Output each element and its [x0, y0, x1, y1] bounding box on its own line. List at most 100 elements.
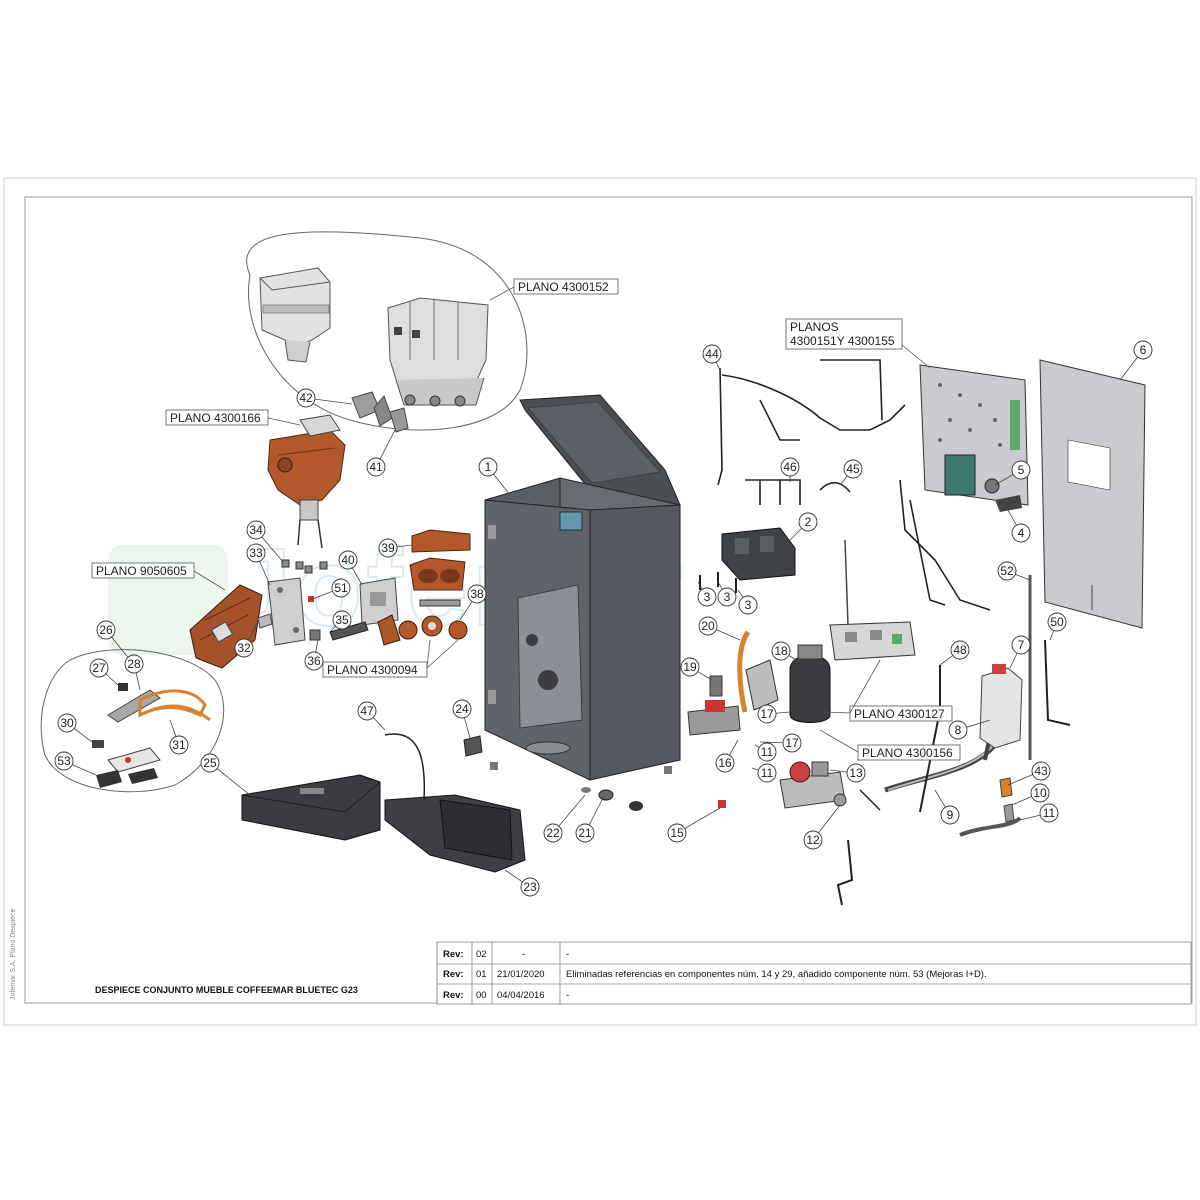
callout-circle: [667, 823, 687, 843]
callout-circle: [124, 654, 144, 674]
callout-circle: [843, 459, 863, 479]
callout-c11c: 11: [1019, 803, 1059, 823]
callout-number: 2: [805, 515, 812, 529]
callout-number: 44: [705, 347, 719, 361]
callout-number: 5: [1018, 463, 1025, 477]
callout-number: 8: [955, 723, 962, 737]
cabinet-feet: [463, 735, 726, 811]
callout-circle: [782, 733, 802, 753]
callout-circle: [246, 520, 266, 540]
callout-number: 32: [237, 641, 251, 655]
plano-4300152-text: PLANO 4300152: [518, 280, 609, 294]
callout-leader: [1004, 504, 1017, 526]
callout-c11b: 11: [751, 763, 777, 783]
callout-circle: [803, 830, 823, 850]
callout-c8: 8: [948, 719, 991, 740]
callout-number: 53: [57, 754, 71, 768]
valve-block: [699, 527, 796, 593]
callout-leader: [329, 626, 336, 633]
callout-number: 3: [724, 590, 731, 604]
callout-c3a: 3: [697, 581, 717, 607]
rev-label: Rev:: [443, 949, 464, 960]
callout-leader: [751, 767, 759, 771]
revision-row-01: Rev: 01 21/01/2020 Eliminadas referencia…: [443, 969, 987, 980]
callout-leader: [994, 474, 1014, 486]
callout-c44: 44: [702, 344, 722, 371]
rev-label: Rev:: [443, 969, 464, 980]
callout-c28: 28: [124, 654, 144, 691]
callout-leader: [379, 429, 396, 460]
callout-leader: [216, 768, 251, 796]
callout-c17a: 17: [757, 704, 791, 724]
callout-leader: [1011, 796, 1032, 806]
callout-circle: [467, 584, 487, 604]
callout-number: 21: [578, 826, 592, 840]
callout-c34: 34: [246, 520, 284, 563]
callout-number: 18: [774, 644, 788, 658]
callout-circle: [1133, 340, 1153, 360]
callout-number: 6: [1140, 343, 1147, 357]
callout-number: 34: [249, 523, 263, 537]
callout-circle: [89, 658, 109, 678]
plano-4300127-label: PLANO 4300127: [824, 659, 953, 722]
callout-leader: [818, 804, 841, 834]
callout-c13: 13: [829, 763, 866, 783]
boiler-and-pump: [687, 644, 847, 809]
callout-number: 22: [546, 826, 560, 840]
callout-circle: [680, 657, 700, 677]
control-panel: [919, 364, 1029, 512]
callout-leader: [934, 789, 946, 808]
callout-number: 50: [1050, 615, 1064, 629]
callout-number: 11: [761, 766, 774, 780]
callout-circle: [697, 587, 717, 607]
callout-c2: 2: [789, 512, 818, 541]
callout-leader: [966, 719, 991, 728]
drawing-title: DESPIECE CONJUNTO MUEBLE COFFEEMAR BLUET…: [95, 985, 358, 995]
callout-c3c: 3: [737, 589, 758, 615]
callout-c20: 20: [698, 616, 741, 641]
callout-number: 28: [127, 657, 141, 671]
callout-number: 20: [701, 619, 715, 633]
callout-c36: 36: [304, 639, 324, 671]
callout-c50: 50: [1047, 612, 1067, 641]
callout-c52: 52: [997, 561, 1031, 581]
callout-circle: [771, 641, 791, 661]
callout-circle: [798, 512, 818, 532]
callout-leader: [352, 567, 363, 586]
callout-number: 11: [1043, 806, 1056, 820]
callout-leader: [939, 655, 954, 666]
rev-description: -: [566, 990, 569, 1001]
callout-leader: [588, 797, 604, 826]
callout-leader: [839, 475, 848, 486]
wiring-harness: [717, 359, 991, 611]
callout-circle: [169, 735, 189, 755]
rev-number: 00: [476, 990, 487, 1001]
callout-circle: [948, 720, 968, 740]
callout-number: 4: [1018, 526, 1025, 540]
callout-leader: [789, 528, 802, 541]
callout-number: 38: [470, 587, 484, 601]
callout-circle: [452, 699, 472, 719]
callout-number: 31: [172, 738, 186, 752]
callout-leader: [315, 639, 319, 653]
plano-4300094-label: PLANO 4300094: [322, 639, 459, 678]
callout-c31: 31: [169, 719, 189, 755]
callout-c38: 38: [459, 584, 487, 621]
plano-4300166-label: PLANO 4300166: [165, 409, 301, 426]
callout-number: 46: [783, 460, 797, 474]
callout-c19: 19: [680, 657, 713, 681]
callout-number: 7: [1018, 638, 1025, 652]
side-note: Jofemar S.A. Plano Despiece: [10, 908, 17, 1000]
callout-c51: 51: [309, 578, 351, 601]
callout-c42: 42: [296, 388, 353, 408]
callout-number: 9: [947, 808, 954, 822]
callout-c41: 41: [366, 429, 396, 477]
callout-number: 41: [369, 460, 383, 474]
callout-leader: [737, 589, 744, 598]
callout-c23: 23: [504, 869, 540, 897]
callout-number: 16: [718, 756, 732, 770]
water-tank: [979, 664, 1023, 823]
callout-leader: [754, 744, 760, 748]
callout-leader: [715, 361, 721, 371]
